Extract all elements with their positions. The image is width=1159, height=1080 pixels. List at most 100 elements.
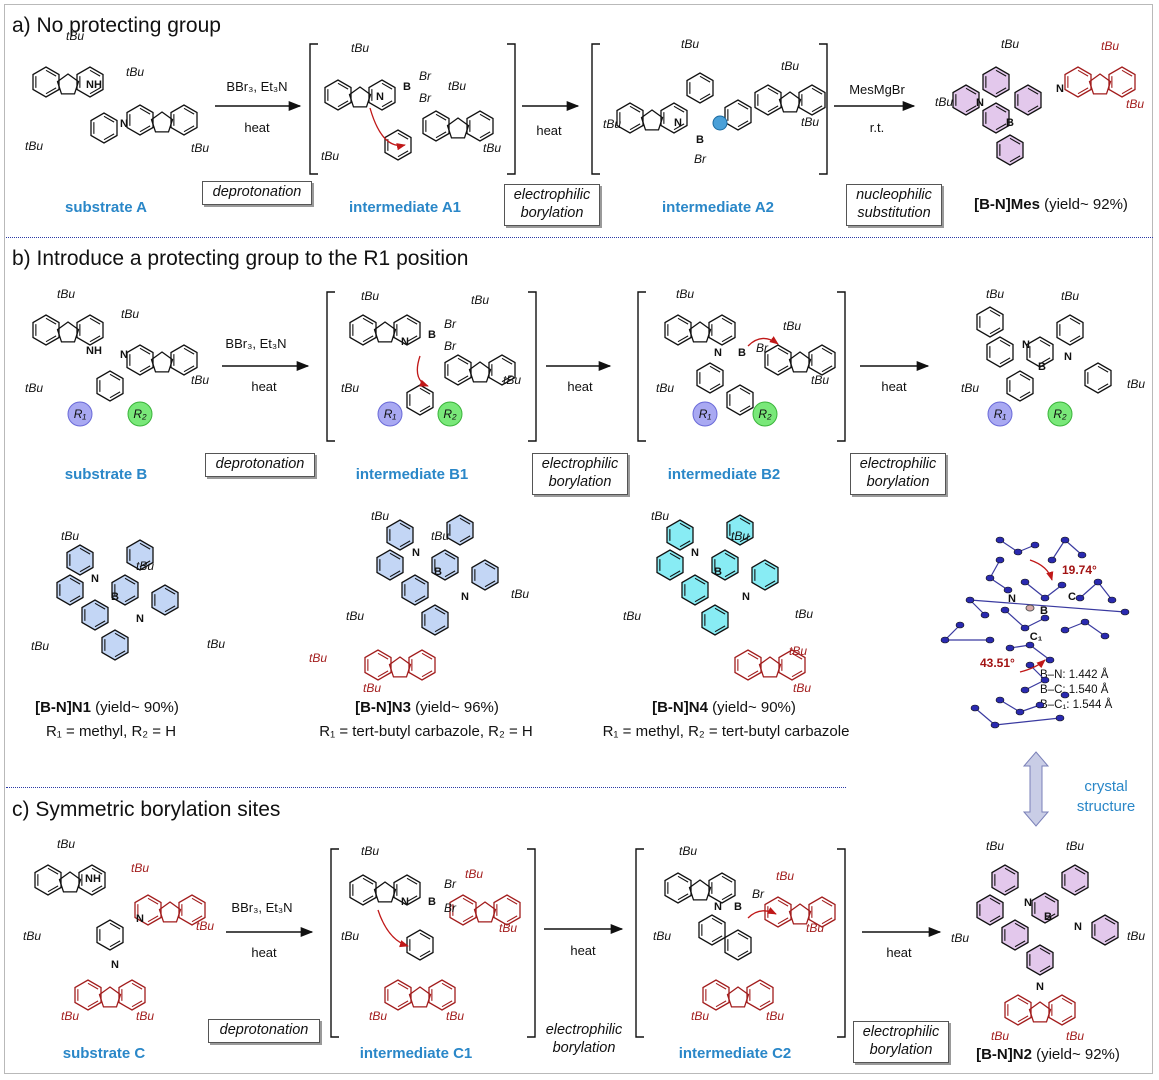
double-bond: [989, 327, 1001, 335]
bracket: [507, 43, 516, 175]
atom-label: Br: [444, 339, 457, 353]
atom-label: tBu: [57, 287, 75, 301]
double-bond: [711, 935, 723, 943]
step-c-deprotonation: deprotonation: [208, 1019, 320, 1043]
double-bond: [389, 570, 401, 578]
atom-label: R₂: [443, 407, 457, 421]
r1-substituent: [987, 401, 1013, 427]
crystal-atom: [940, 636, 950, 644]
atom-label: tBu: [25, 139, 43, 153]
atom-label: N: [1056, 83, 1064, 95]
carbazole-pyrrole-ring: [348, 86, 372, 108]
double-bond: [457, 357, 469, 365]
crystal-atom: [1020, 624, 1030, 632]
atom-label: tBu: [766, 1009, 784, 1023]
r2-substituent: [1047, 401, 1073, 427]
double-bond: [459, 517, 471, 525]
reagent-a1: BBr₃, Et₃N: [226, 79, 288, 94]
label-intermediate-a2: intermediate A2: [662, 199, 774, 216]
double-bond: [191, 915, 203, 923]
product-bn-n3: [B-N]N3 (yield~ 96%): [355, 699, 499, 716]
double-bond: [709, 365, 721, 373]
carbazole-benzo-ring: [32, 314, 60, 346]
double-bond: [45, 335, 57, 343]
torsion-arrow: [1029, 559, 1054, 581]
section-c-title: c) Symmetric borylation sites: [12, 798, 281, 821]
double-bond: [669, 552, 681, 560]
double-bond: [377, 670, 389, 678]
product-ring: [1014, 84, 1042, 116]
atom-label: tBu: [503, 373, 521, 387]
product-bn-n4: [B-N]N4 (yield~ 90%): [652, 699, 796, 716]
atom-label: B: [403, 81, 411, 93]
step-a-nucleophilic-substitution: nucleophilic substitution: [846, 184, 942, 226]
crystal-atom-label: C: [1068, 591, 1076, 603]
carbazole-benzo-ring: [702, 979, 730, 1011]
atom-label: tBu: [681, 37, 699, 51]
mesityl-ring: [996, 134, 1024, 166]
double-bond: [419, 950, 431, 958]
crystal-atom: [955, 621, 965, 629]
section-a-title: a) No protecting group: [12, 14, 221, 37]
carbazole-benzo-ring: [118, 979, 146, 1011]
bracket: [637, 291, 646, 442]
double-bond: [1074, 867, 1086, 875]
double-bond: [109, 391, 121, 399]
carbazole-benzo-ring: [449, 894, 477, 926]
atom-label: N: [91, 573, 99, 585]
electron-arrow: [747, 336, 779, 347]
double-bond: [109, 373, 121, 381]
label-substrate-b: substrate B: [64, 466, 148, 483]
double-bond: [94, 602, 106, 610]
double-bond: [1019, 391, 1031, 399]
double-bond: [724, 552, 736, 560]
double-bond: [94, 620, 106, 628]
double-bond: [821, 365, 833, 373]
double-bond: [406, 877, 418, 885]
fused-ring: [686, 72, 714, 104]
double-bond: [164, 605, 176, 613]
benzene-ring: [991, 864, 1019, 896]
double-bond: [677, 317, 689, 325]
atom-label: Br: [752, 887, 765, 901]
double-bond: [381, 82, 393, 90]
double-bond: [777, 917, 789, 925]
atom-label: Br: [444, 877, 457, 891]
atom-label: B: [714, 566, 722, 578]
product-n1-ring: [56, 574, 84, 606]
carbazole-benzo-ring: [746, 979, 774, 1011]
carbazole-pyrrole-ring: [778, 91, 802, 113]
bracket: [330, 848, 339, 1038]
double-bond: [362, 335, 374, 343]
double-bond: [114, 632, 126, 640]
intermediate-brackets: [309, 43, 846, 1038]
crystal-atom: [1045, 656, 1055, 664]
atom-label: tBu: [1061, 289, 1079, 303]
benzene-ring: [1091, 914, 1119, 946]
atom-label: N: [1022, 339, 1030, 351]
double-bond: [739, 405, 751, 413]
benzene-ring: [1061, 864, 1089, 896]
double-bond: [715, 982, 727, 990]
double-bond: [767, 87, 779, 95]
crystal-atom: [1120, 608, 1130, 616]
carbazole-benzo-ring: [660, 102, 688, 134]
crystal-atom: [995, 556, 1005, 564]
atom-label: tBu: [986, 839, 1004, 853]
atom-label: tBu: [341, 381, 359, 395]
atom-label: tBu: [1066, 1029, 1084, 1043]
atom-label: N: [674, 117, 682, 129]
crystal-bond: [1029, 644, 1051, 661]
carbazole-benzo-ring: [170, 344, 198, 376]
crystal-atom: [1100, 632, 1110, 640]
atom-label: tBu: [651, 509, 669, 523]
reagent-a3: MesMgBr: [849, 82, 905, 97]
double-bond: [764, 562, 776, 570]
double-bond: [1019, 373, 1031, 381]
double-bond: [147, 915, 159, 923]
double-bond: [139, 107, 151, 115]
atom-label: N: [976, 97, 984, 109]
r1-substituent: [67, 401, 93, 427]
phenylene-ring: [406, 384, 434, 416]
label-intermediate-a1: intermediate A1: [349, 199, 461, 216]
